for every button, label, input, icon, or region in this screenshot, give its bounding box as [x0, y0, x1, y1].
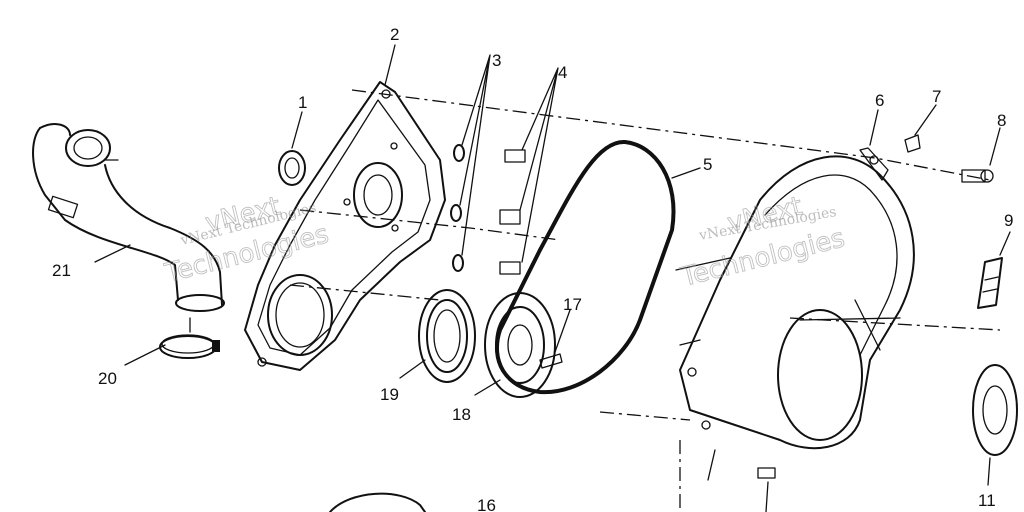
leader-lines: [94, 44, 937, 481]
decal: [977, 231, 1011, 309]
watermark-left: vNext Technologies vNext Technologies: [161, 191, 332, 290]
drive-belt: [494, 139, 676, 395]
callout-3: 3: [492, 51, 501, 70]
part-16-ring: [329, 492, 426, 512]
centerline-lower: [599, 411, 691, 421]
outer-cover-housing: [675, 147, 915, 450]
callout-6: 6: [875, 91, 884, 110]
callout-labels: 1 2 3 4 5 6 7 8 9 11 16 17 18 19 20 21: [52, 25, 1013, 512]
callout-7: 7: [932, 87, 941, 106]
callout-18: 18: [452, 405, 471, 424]
callout-17: 17: [563, 295, 582, 314]
seal-ring: [418, 289, 476, 383]
drive-pulley: [484, 292, 556, 398]
large-washer: [972, 364, 1018, 486]
intake-duct: [32, 123, 225, 312]
centerline-top: [351, 89, 991, 181]
callout-4: 4: [558, 63, 567, 82]
callout-8: 8: [997, 111, 1006, 130]
callout-9: 9: [1004, 211, 1013, 230]
centerline-mid: [289, 284, 441, 301]
callout-1: 1: [298, 93, 307, 112]
callout-19: 19: [380, 385, 399, 404]
centerline-bolts: [299, 209, 561, 241]
watermark-right: vNext Technologies vNext Technologies: [677, 191, 848, 294]
cover-screw: [961, 127, 1001, 183]
washers-and-bolts: [450, 54, 559, 275]
callout-2: 2: [390, 25, 399, 44]
inner-cover-plate: [244, 81, 446, 371]
callout-11: 11: [978, 491, 996, 510]
callout-21: 21: [52, 261, 71, 280]
hose-clamp: [159, 317, 220, 359]
callout-20: 20: [98, 369, 117, 388]
lower-screw: [757, 467, 776, 512]
pulley-screw: [539, 309, 571, 369]
seal-part-1: [278, 150, 306, 186]
callout-5: 5: [703, 155, 712, 174]
callout-16: 16: [477, 496, 496, 512]
retainer-clip: [904, 134, 921, 153]
